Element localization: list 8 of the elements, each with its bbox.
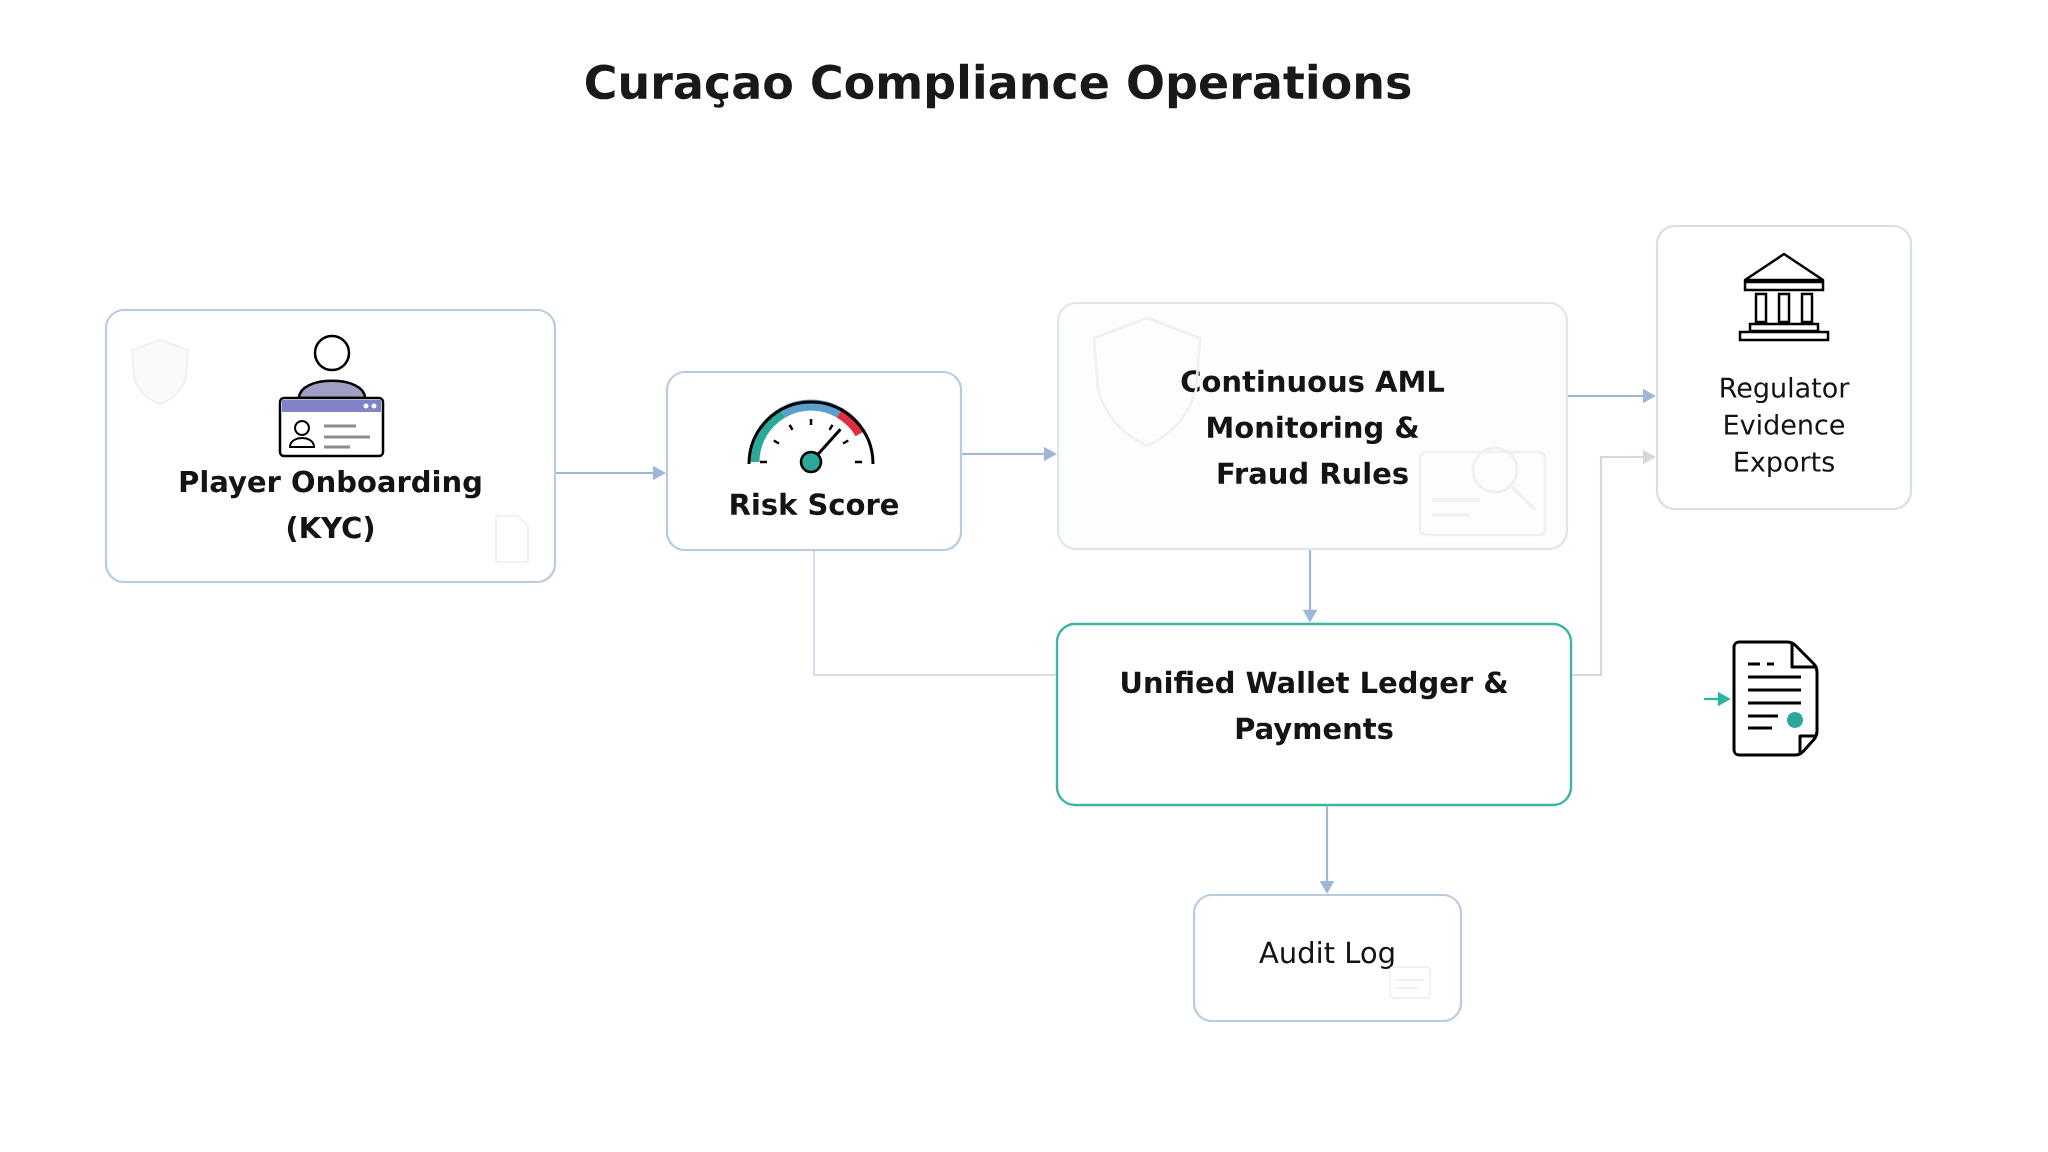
- process-box: Continuous AML Monitoring & Fraud Rules: [1056, 301, 1569, 551]
- title: Curaçao Compliance Operations: [586, 63, 1411, 109]
- process-box: Player Onboarding (KYC): [104, 308, 557, 584]
- process-box: Audit Log: [1192, 893, 1463, 1023]
- document-icon: [1732, 640, 1819, 757]
- process-box: Risk Score: [665, 370, 963, 552]
- process-box: Regulator Evidence Exports: [1655, 224, 1913, 511]
- process-box: Unified Wallet Ledger & Payments: [1055, 622, 1573, 807]
